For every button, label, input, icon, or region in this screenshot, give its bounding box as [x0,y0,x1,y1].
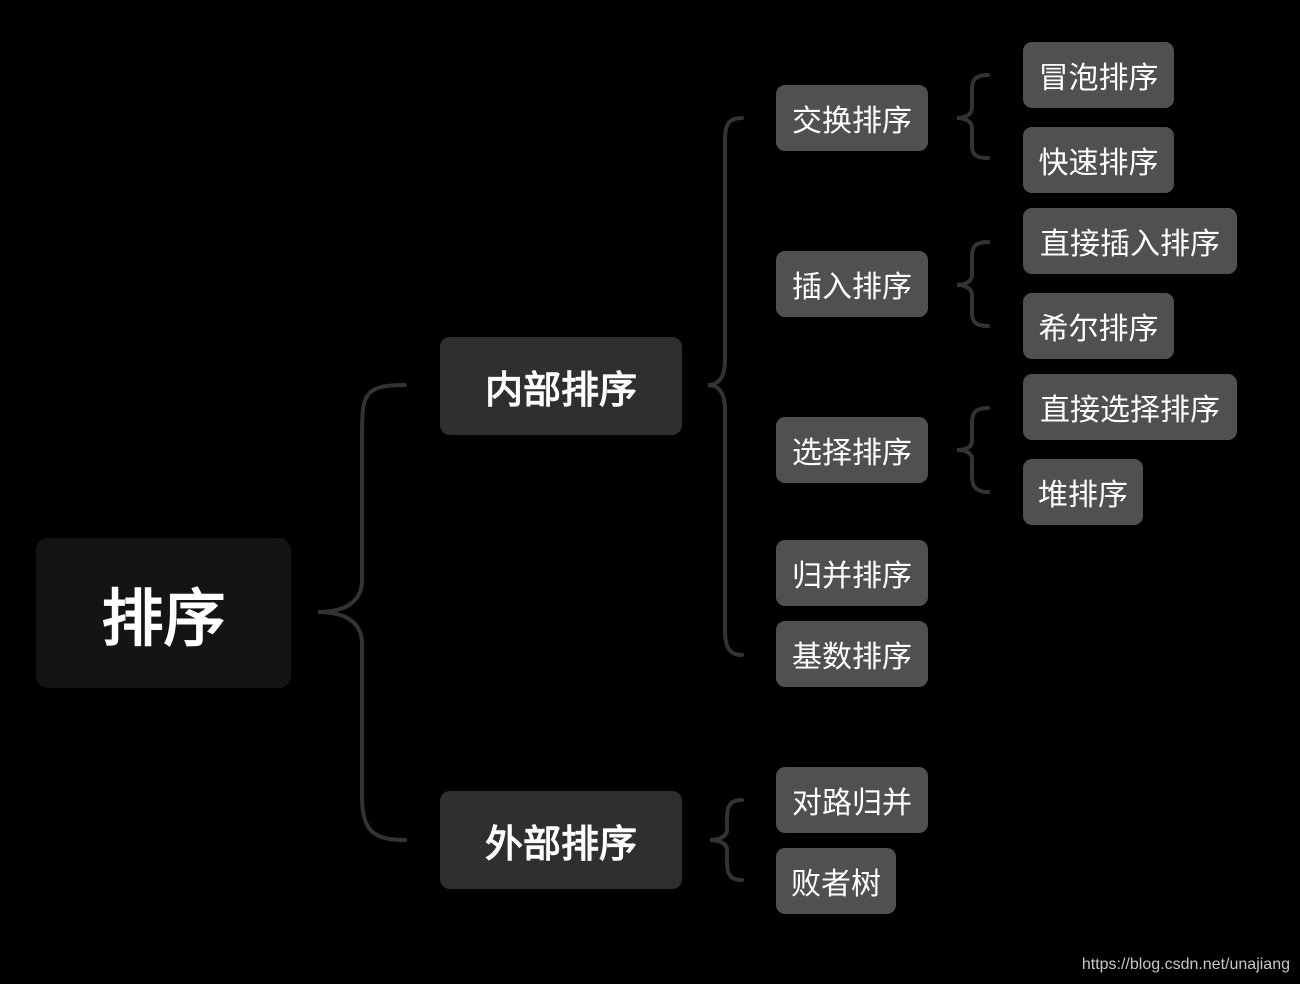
node-selection-sort[interactable]: 选择排序 [776,417,928,483]
node-label: 外部排序 [484,821,637,866]
node-label: 败者树 [791,867,881,902]
node-exchange-sort[interactable]: 交换排序 [776,85,928,151]
connector-exchange-sort [956,73,990,160]
node-label: 排序 [101,582,226,655]
node-label: 冒泡排序 [1038,61,1159,96]
node-label: 快速排序 [1038,146,1159,181]
node-label: 交换排序 [792,104,912,139]
node-internal-sort[interactable]: 内部排序 [440,337,682,435]
connector-selection-sort [956,406,990,494]
node-label: 归并排序 [792,559,912,594]
node-label: 选择排序 [792,436,912,471]
watermark: https://blog.csdn.net/unajiang [1081,956,1290,973]
node-label: 堆排序 [1038,478,1128,513]
node-multiway-merge[interactable]: 对路归并 [776,767,928,833]
node-external-sort[interactable]: 外部排序 [440,791,682,889]
node-label: 对路归并 [792,786,912,821]
connector-root [317,383,407,842]
node-label: 插入排序 [792,270,912,305]
node-straight-selection-sort[interactable]: 直接选择排序 [1023,374,1237,440]
node-insertion-sort[interactable]: 插入排序 [776,251,928,317]
node-label: 希尔排序 [1038,312,1159,347]
node-label: 直接选择排序 [1040,393,1220,428]
connector-insertion-sort [956,240,990,328]
node-heap-sort[interactable]: 堆排序 [1023,459,1143,525]
connector-internal-sort [707,116,744,657]
node-loser-tree[interactable]: 败者树 [776,848,896,914]
node-label: 直接插入排序 [1040,227,1220,262]
node-radix-sort[interactable]: 基数排序 [776,621,928,687]
connector-external-sort [709,798,744,882]
node-label: 内部排序 [484,367,637,412]
node-merge-sort[interactable]: 归并排序 [776,540,928,606]
node-straight-insertion-sort[interactable]: 直接插入排序 [1023,208,1237,274]
node-bubble-sort[interactable]: 冒泡排序 [1023,42,1174,108]
node-label: 基数排序 [792,640,912,675]
node-root[interactable]: 排序 [36,538,291,688]
node-quick-sort[interactable]: 快速排序 [1023,127,1174,193]
node-shell-sort[interactable]: 希尔排序 [1023,293,1174,359]
